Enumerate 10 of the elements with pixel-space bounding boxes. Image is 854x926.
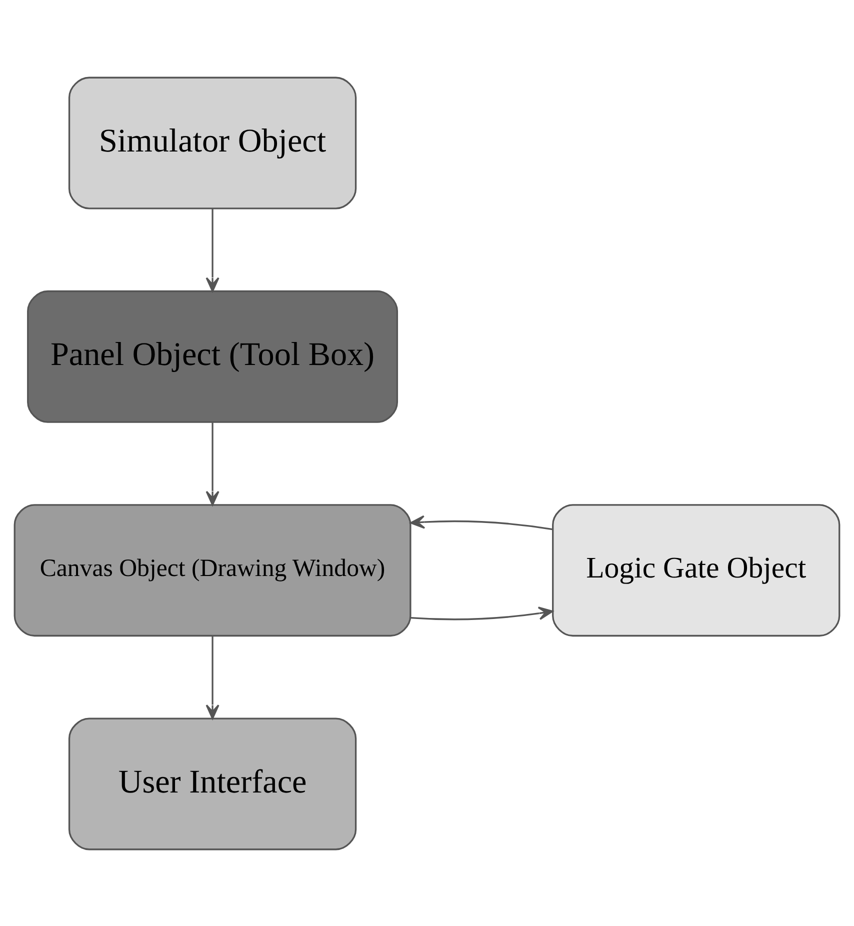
arrow: [410, 514, 553, 530]
node-box: Panel Object (Tool Box): [27, 290, 398, 422]
node-box: Simulator Object: [68, 76, 357, 209]
arrow: [206, 422, 220, 506]
arrow: [206, 636, 220, 719]
node-box: User Interface: [68, 717, 357, 850]
arrow: [206, 208, 220, 292]
node-box: Canvas Object (Drawing Window): [14, 504, 412, 636]
node-box: Logic Gate Object: [552, 504, 840, 636]
arrow: [410, 606, 554, 620]
